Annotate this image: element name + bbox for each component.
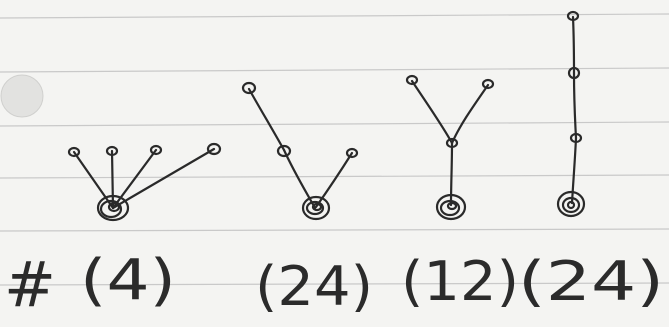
rule-line bbox=[0, 174, 669, 179]
graph-v-branch bbox=[241, 81, 359, 221]
rule-line bbox=[0, 13, 669, 19]
ruled-lines bbox=[0, 13, 669, 286]
graph-edge bbox=[110, 149, 115, 210]
graph-edge bbox=[572, 71, 578, 140]
graph-node bbox=[345, 147, 359, 159]
graph-node bbox=[105, 145, 119, 157]
graph-node bbox=[67, 146, 81, 158]
graph-y-branch bbox=[405, 74, 495, 221]
rule-line bbox=[0, 67, 669, 73]
graph-path bbox=[556, 10, 586, 218]
graph-node bbox=[567, 66, 581, 80]
graph-edge bbox=[450, 83, 490, 145]
graph-label-path: (24) bbox=[518, 250, 664, 313]
graph-node bbox=[276, 144, 292, 158]
graph-label-v-branch: (24) bbox=[255, 255, 373, 318]
graph-edge bbox=[410, 79, 454, 145]
punch-hole bbox=[0, 74, 44, 118]
prefix-symbol: # bbox=[4, 248, 56, 321]
graph-node bbox=[206, 142, 222, 156]
graph-edge bbox=[72, 150, 115, 210]
graph-label-y-branch: (12) bbox=[401, 250, 519, 313]
graph-node bbox=[241, 81, 257, 95]
graph-node bbox=[445, 137, 459, 149]
graph-root-node bbox=[556, 190, 586, 218]
graph-star bbox=[67, 142, 222, 222]
graph-node bbox=[481, 78, 495, 90]
graph-root-node bbox=[301, 195, 331, 221]
graph-node bbox=[566, 10, 580, 22]
graph-root-node bbox=[96, 194, 130, 222]
graph-edge bbox=[111, 148, 158, 210]
graph-node bbox=[405, 74, 419, 86]
rule-line bbox=[0, 282, 669, 286]
graph-node bbox=[569, 132, 583, 144]
graph-node bbox=[149, 144, 163, 156]
graph-edge bbox=[282, 148, 317, 210]
rule-line bbox=[0, 121, 669, 127]
graph-label-star: (4) bbox=[80, 248, 176, 313]
graph-edge bbox=[111, 147, 216, 210]
graph-edge bbox=[247, 87, 286, 152]
graph-root-node bbox=[435, 193, 467, 221]
rule-line bbox=[0, 228, 669, 232]
graph-edge bbox=[571, 15, 576, 75]
